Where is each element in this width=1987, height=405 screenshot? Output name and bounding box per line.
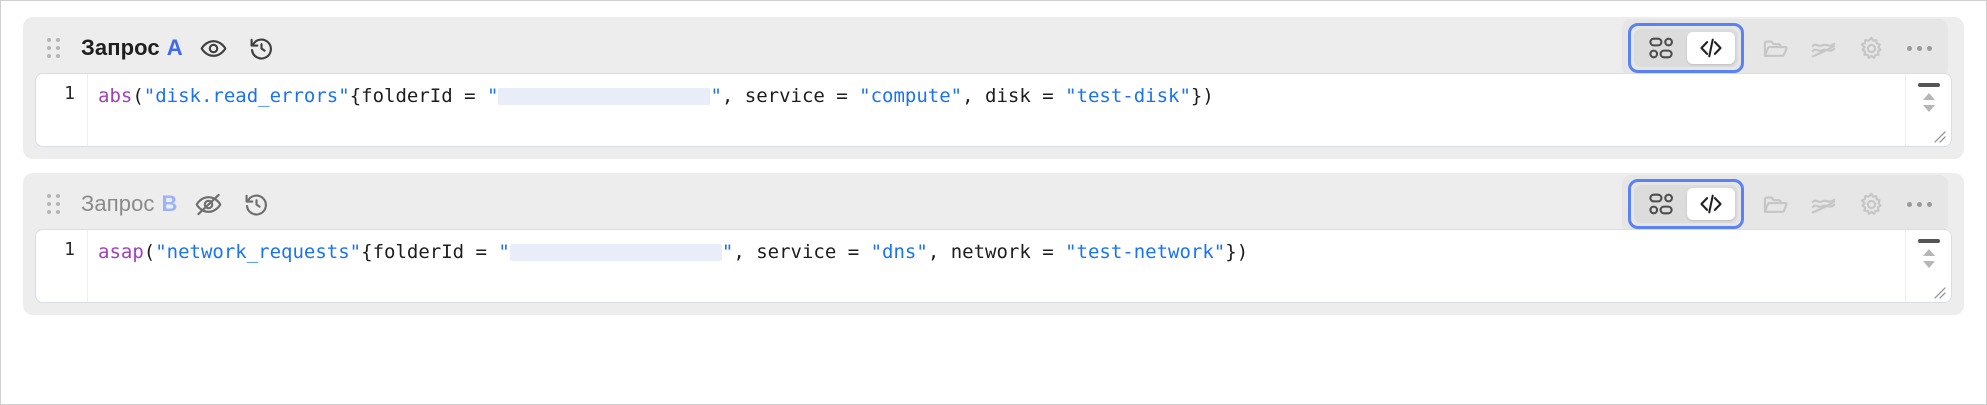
query-code-line[interactable]: asap("network_requests"{folderId = "", s… [98,239,1951,265]
chart-lines-button [1800,185,1846,223]
code-token-str: "test-network" [1065,241,1226,263]
code-token-str: "test-disk" [1065,85,1191,107]
code-token-fn: asap [98,241,144,263]
code-token-str: " [486,85,499,107]
code-token-str: " [721,241,734,263]
code-token-id: , disk = [962,85,1066,107]
code-token-pun: ( [132,85,144,107]
folder-button [1752,185,1798,223]
view-mode-segmented-control [1634,185,1738,223]
redacted-folder-id [509,244,722,261]
folder-button [1752,29,1798,67]
stepper-down-icon[interactable] [1922,105,1935,112]
line-stepper[interactable] [1906,93,1951,112]
view-mode-segmented-control [1634,29,1738,67]
code-view-button[interactable] [1687,188,1735,220]
code-token-pun: ( [143,241,156,263]
drag-handle-icon[interactable] [43,191,65,217]
ellipsis-icon [1906,45,1932,51]
resize-grip-icon[interactable] [1931,128,1947,144]
query-title-letter: B [161,191,178,216]
builder-view-button[interactable] [1637,188,1685,220]
code-token-pun: }) [1225,241,1249,263]
code-token-str: "disk.read_errors" [143,85,350,107]
stepper-down-icon[interactable] [1922,261,1935,268]
editor-gutter: 1 [36,230,88,302]
code-token-str: " [498,241,510,263]
code-token-pun: { [349,85,362,107]
code-view-button[interactable] [1687,32,1735,64]
scrollbar-thumb[interactable] [1917,83,1940,87]
history-revert-icon[interactable] [245,31,279,65]
settings-button [1848,185,1894,223]
settings-button [1848,29,1894,67]
code-token-id: , service = [721,85,860,107]
code-token-id: folderId = [361,85,487,107]
query-title-label: Запрос [81,35,160,60]
code-token-str: "dns" [870,241,928,263]
more-menu-button[interactable] [1896,185,1942,223]
more-menu-button[interactable] [1896,29,1942,67]
code-token-id: folderId = [372,241,499,263]
history-revert-icon[interactable] [240,187,274,221]
editor-scroll-area [1905,74,1951,146]
code-token-pun: { [361,241,373,263]
code-token-id: , network = [927,241,1066,263]
redacted-folder-id [498,88,711,105]
code-token-pun: }) [1190,85,1214,107]
line-stepper[interactable] [1906,249,1951,268]
stepper-up-icon[interactable] [1922,249,1935,256]
code-token-id: , service = [733,241,871,263]
eye-slash-icon[interactable] [192,187,226,221]
stepper-up-icon[interactable] [1922,93,1935,100]
code-token-str: "network_requests" [155,241,362,263]
code-token-str: "compute" [859,85,963,107]
line-number: 1 [64,83,75,104]
view-mode-focus-ring [1628,23,1744,73]
query-code-line[interactable]: abs("disk.read_errors"{folderId = "", se… [98,83,1951,109]
drag-handle-icon[interactable] [43,35,65,61]
panel-toolbar [1622,175,1948,233]
code-token-str: " [710,85,722,107]
code-token-fn: abs [98,85,133,107]
query-title-letter: A [166,35,183,60]
scrollbar-thumb[interactable] [1917,239,1940,243]
ellipsis-icon [1906,201,1932,207]
line-number: 1 [64,239,75,260]
query-title-label: Запрос [81,191,155,216]
editor-gutter: 1 [36,74,88,146]
chart-lines-button [1800,29,1846,67]
eye-icon[interactable] [197,31,231,65]
panel-toolbar [1622,19,1948,77]
view-mode-focus-ring [1628,179,1744,229]
resize-grip-icon[interactable] [1931,284,1947,300]
builder-view-button[interactable] [1637,32,1685,64]
